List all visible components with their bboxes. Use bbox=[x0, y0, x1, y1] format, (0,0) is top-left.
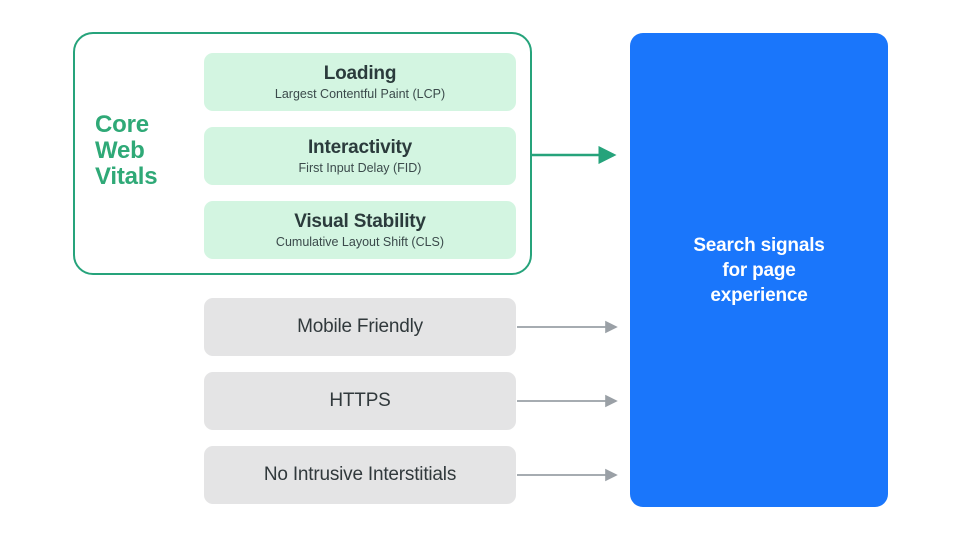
search-signals-panel[interactable]: Search signals for page experience bbox=[630, 33, 888, 507]
core-web-vitals-group bbox=[73, 32, 532, 275]
signal-box-https[interactable]: HTTPS bbox=[204, 372, 516, 430]
signal-box-mobile-friendly[interactable]: Mobile Friendly bbox=[204, 298, 516, 356]
metric-title: Visual Stability bbox=[294, 210, 426, 232]
metric-card-interactivity[interactable]: Interactivity First Input Delay (FID) bbox=[204, 127, 516, 185]
metric-card-loading[interactable]: Loading Largest Contentful Paint (LCP) bbox=[204, 53, 516, 111]
core-web-vitals-label: Core Web Vitals bbox=[95, 111, 158, 190]
metric-title: Interactivity bbox=[307, 136, 413, 158]
signal-label: Mobile Friendly bbox=[297, 316, 423, 337]
metric-title: Loading bbox=[323, 62, 397, 84]
metric-subtitle: Largest Contentful Paint (LCP) bbox=[274, 86, 446, 101]
metric-subtitle: Cumulative Layout Shift (CLS) bbox=[275, 234, 445, 249]
metric-subtitle: First Input Delay (FID) bbox=[298, 160, 422, 175]
metric-card-visual-stability[interactable]: Visual Stability Cumulative Layout Shift… bbox=[204, 201, 516, 259]
signal-box-no-intrusive-interstitials[interactable]: No Intrusive Interstitials bbox=[204, 446, 516, 504]
signal-label: HTTPS bbox=[329, 390, 391, 411]
search-signals-panel-text: Search signals for page experience bbox=[693, 234, 825, 306]
signal-label: No Intrusive Interstitials bbox=[263, 464, 457, 485]
